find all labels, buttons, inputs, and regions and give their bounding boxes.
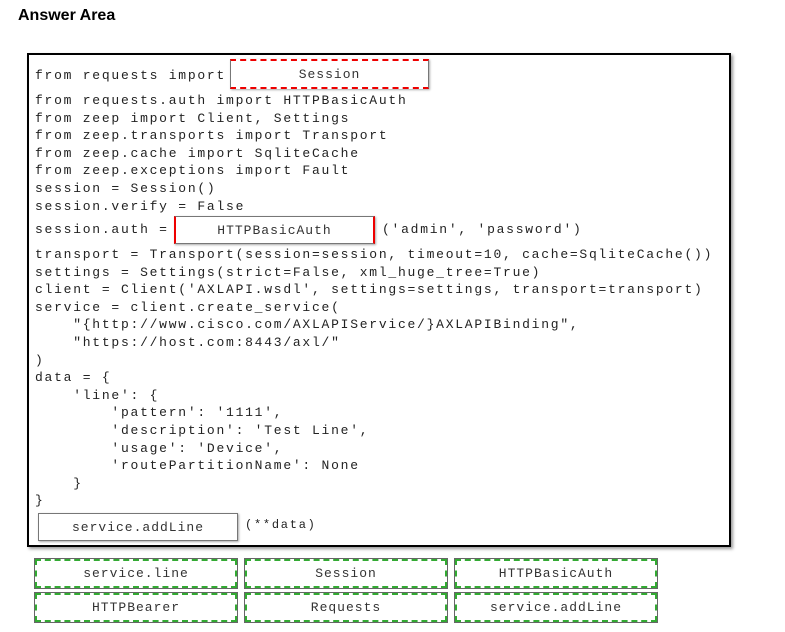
- tile-httpbearer[interactable]: HTTPBearer: [34, 592, 238, 623]
- code-line: client = Client('AXLAPI.wsdl', settings=…: [35, 282, 704, 298]
- code-line: session.auth =: [35, 222, 169, 237]
- drop-slot-auth[interactable]: HTTPBasicAuth: [174, 216, 375, 244]
- tile-service-addline[interactable]: service.addLine: [454, 592, 658, 623]
- code-line: from requests import: [35, 68, 227, 83]
- code-line: service = client.create_service(: [35, 299, 341, 315]
- tile-session[interactable]: Session: [244, 558, 448, 589]
- code-line: "{http://www.cisco.com/AXLAPIService/}AX…: [35, 317, 580, 333]
- code-panel: [27, 53, 731, 547]
- code-line: 'description': 'Test Line',: [35, 423, 370, 438]
- code-line: settings = Settings(strict=False, xml_hu…: [35, 264, 542, 280]
- code-line: ): [35, 352, 45, 368]
- code-line: 'pattern': '1111',: [35, 405, 284, 421]
- code-line: 'usage': 'Device',: [35, 440, 284, 456]
- code-line: from zeep.cache import SqliteCache: [35, 145, 360, 161]
- code-line: "https://host.com:8443/axl/": [35, 335, 341, 350]
- code-line: session.verify = False: [35, 198, 246, 214]
- code-line: ('admin', 'password'): [382, 222, 583, 237]
- tile-httpbasicauth[interactable]: HTTPBasicAuth: [454, 558, 658, 589]
- tile-requests[interactable]: Requests: [244, 592, 448, 623]
- code-line: data = {: [35, 370, 112, 386]
- code-line: from requests.auth import HTTPBasicAuth: [35, 93, 408, 108]
- code-line: transport = Transport(session=session, t…: [35, 247, 714, 262]
- code-line: (**data): [245, 518, 317, 532]
- code-line: 'routePartitionName': None: [35, 458, 360, 474]
- drop-slot-call[interactable]: service.addLine: [38, 513, 238, 541]
- drop-slot-import[interactable]: Session: [230, 59, 429, 89]
- code-line: from zeep import Client, Settings: [35, 110, 351, 126]
- tile-service-line[interactable]: service.line: [34, 558, 238, 589]
- code-line: }: [35, 475, 83, 491]
- code-line: 'line': {: [35, 387, 160, 403]
- code-line: from zeep.exceptions import Fault: [35, 163, 351, 179]
- code-line: session = Session(): [35, 181, 217, 196]
- code-line: from zeep.transports import Transport: [35, 128, 389, 144]
- answer-area-title: Answer Area: [18, 7, 116, 24]
- code-line: }: [35, 493, 45, 509]
